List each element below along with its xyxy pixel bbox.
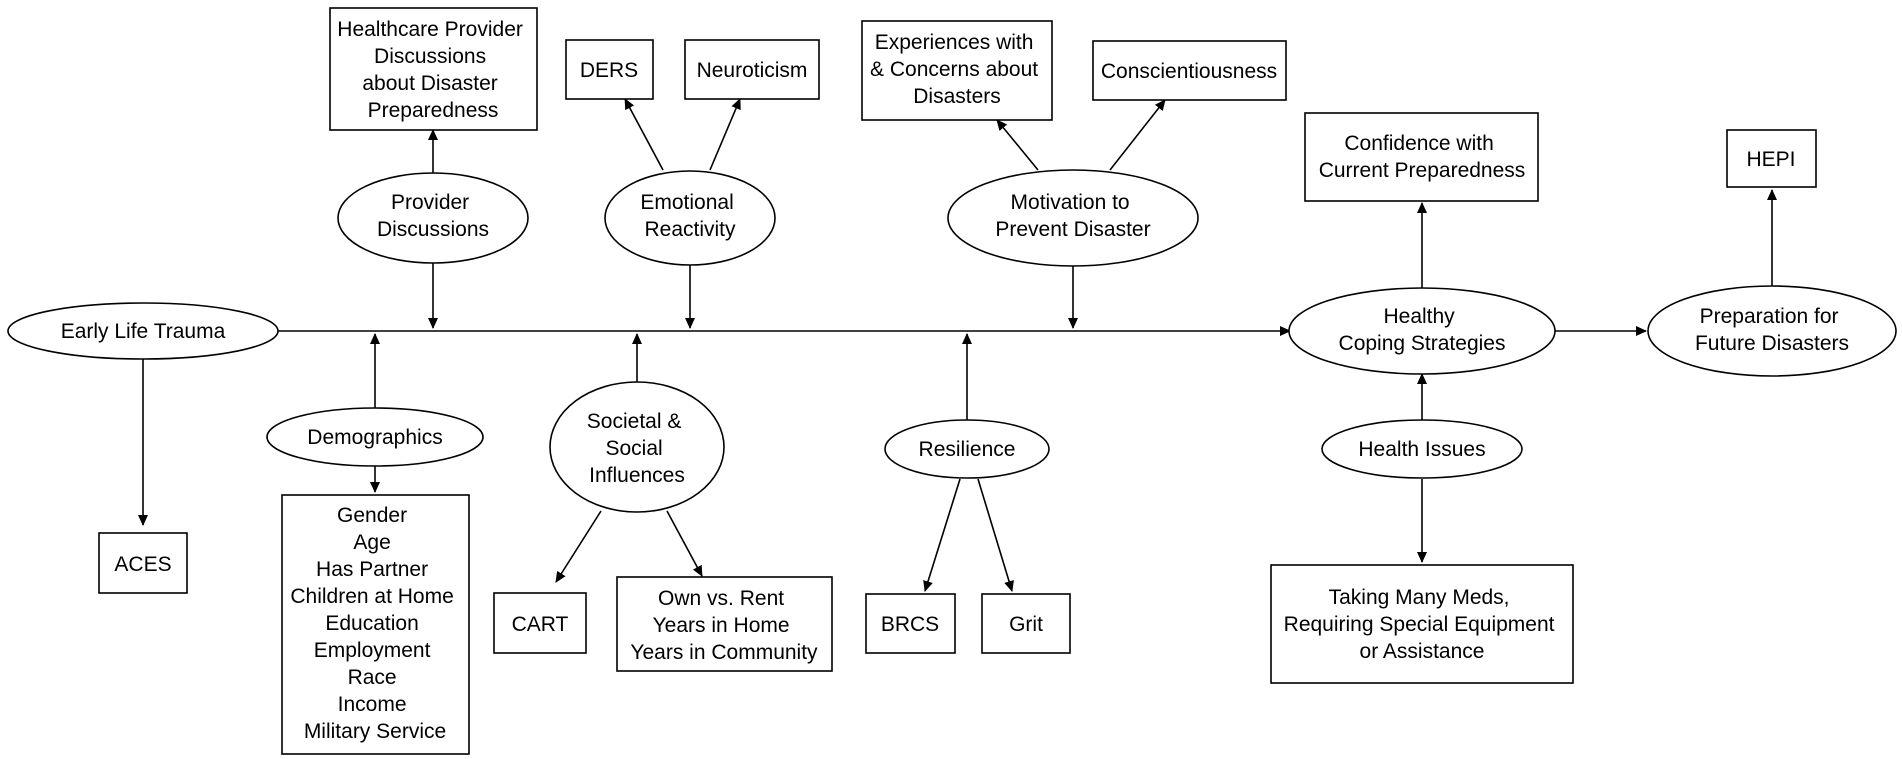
node-brcs-box — [865, 593, 956, 654]
node-meds-box-rect — [1270, 564, 1574, 684]
node-label: Healthcare Provider Discussions about Di… — [337, 18, 528, 122]
node-grit: Grit — [981, 593, 1071, 654]
edge-motivation-to-experiences — [996, 119, 1039, 171]
node-emotional-reactivity-ellipse — [604, 170, 776, 266]
node-label: HEPI — [1746, 148, 1795, 171]
node-label: Experiences with & Concerns about Disast… — [870, 31, 1044, 108]
node-label: Confidence with Current Preparedness — [1319, 132, 1526, 182]
node-label: Neuroticism — [697, 59, 808, 82]
edge-resilience-to-grit — [977, 478, 1014, 592]
edges — [138, 98, 1777, 592]
node-own-vs-rent-box — [616, 576, 833, 672]
node-provider-discussions: Provider Discussions — [337, 172, 529, 264]
node-motivation: Motivation to Prevent Disaster — [947, 169, 1199, 267]
node-preparation: Preparation for Future Disasters — [1647, 285, 1897, 377]
node-societal-influences: Societal & Social Influences — [549, 381, 725, 513]
node-brcs: BRCS — [865, 593, 956, 654]
node-label: Emotional Reactivity — [640, 191, 739, 241]
node-label: Grit — [1009, 613, 1043, 636]
node-label: Provider Discussions — [377, 191, 489, 241]
node-grit-box — [981, 593, 1071, 654]
node-societal-influences-ellipse — [549, 381, 725, 513]
node-aces: ACES — [98, 532, 188, 594]
node-label: Early Life Trauma — [61, 320, 226, 343]
node-aces-box — [98, 532, 188, 594]
node-label: Preparation for Future Disasters — [1695, 305, 1849, 355]
node-demographics-ellipse — [266, 407, 484, 467]
node-label: Gender Age Has Partner Children at Home … — [290, 504, 459, 743]
node-cart-box — [493, 592, 587, 654]
node-demographics: Demographics — [266, 407, 484, 467]
node-label: Resilience — [919, 438, 1016, 461]
node-label: CART — [512, 613, 569, 636]
node-label: DERS — [580, 59, 638, 82]
node-confidence-box — [1304, 112, 1539, 202]
node-demographics-list: Gender Age Has Partner Children at Home … — [281, 494, 470, 755]
edge-motivation-to-conscientiousness — [1109, 99, 1166, 171]
node-hepi: HEPI — [1726, 129, 1817, 188]
node-label: Conscientiousness — [1101, 60, 1277, 83]
node-ders-box — [565, 39, 654, 100]
node-conscientiousness: Conscientiousness — [1092, 40, 1287, 101]
node-resilience-ellipse — [884, 419, 1050, 479]
node-healthcare-provider-box: Healthcare Provider Discussions about Di… — [329, 7, 538, 131]
edge-emotional-to-neuroticism — [709, 98, 741, 171]
node-own-vs-rent: Own vs. Rent Years in Home Years in Comm… — [616, 576, 833, 672]
node-label: Demographics — [307, 426, 442, 449]
node-motivation-ellipse — [947, 169, 1199, 267]
node-label: ACES — [114, 553, 171, 576]
node-health-issues-ellipse — [1321, 419, 1523, 479]
node-label: BRCS — [881, 613, 939, 636]
node-label: Societal & Social Influences — [587, 410, 687, 487]
node-neuroticism: Neuroticism — [684, 39, 820, 100]
node-demographics-list-box — [281, 494, 470, 755]
node-emotional-reactivity: Emotional Reactivity — [604, 170, 776, 266]
node-preparation-ellipse — [1647, 285, 1897, 377]
node-provider-discussions-ellipse — [337, 172, 529, 264]
node-resilience: Resilience — [884, 419, 1050, 479]
node-label: Taking Many Meds, Requiring Special Equi… — [1284, 586, 1561, 663]
node-label: Health Issues — [1358, 438, 1485, 461]
edge-societal-to-own-rent — [666, 510, 703, 577]
edge-emotional-to-ders — [624, 98, 664, 171]
node-experiences: Experiences with & Concerns about Disast… — [861, 20, 1053, 121]
node-healthy-coping-ellipse — [1288, 287, 1556, 375]
node-label: Own vs. Rent Years in Home Years in Comm… — [630, 587, 818, 664]
edge-societal-to-cart — [555, 510, 602, 583]
node-health-issues: Health Issues — [1321, 419, 1523, 479]
node-ders: DERS — [565, 39, 654, 100]
node-conscientiousness-box — [1092, 40, 1287, 101]
node-cart: CART — [493, 592, 587, 654]
node-early-life-trauma: Early Life Trauma — [7, 302, 279, 360]
node-hepi-box — [1726, 129, 1817, 188]
node-healthcare-provider-box-rect — [329, 7, 538, 131]
node-experiences-box — [861, 20, 1053, 121]
node-neuroticism-box — [684, 39, 820, 100]
node-early-life-trauma-ellipse — [7, 302, 279, 360]
node-confidence: Confidence with Current Preparedness — [1304, 112, 1539, 202]
edge-resilience-to-brcs — [923, 478, 961, 592]
node-meds-box: Taking Many Meds, Requiring Special Equi… — [1270, 564, 1574, 684]
node-label: Healthy Coping Strategies — [1339, 305, 1506, 355]
node-label: Motivation to Prevent Disaster — [995, 191, 1150, 241]
node-healthy-coping: Healthy Coping Strategies — [1288, 287, 1556, 375]
